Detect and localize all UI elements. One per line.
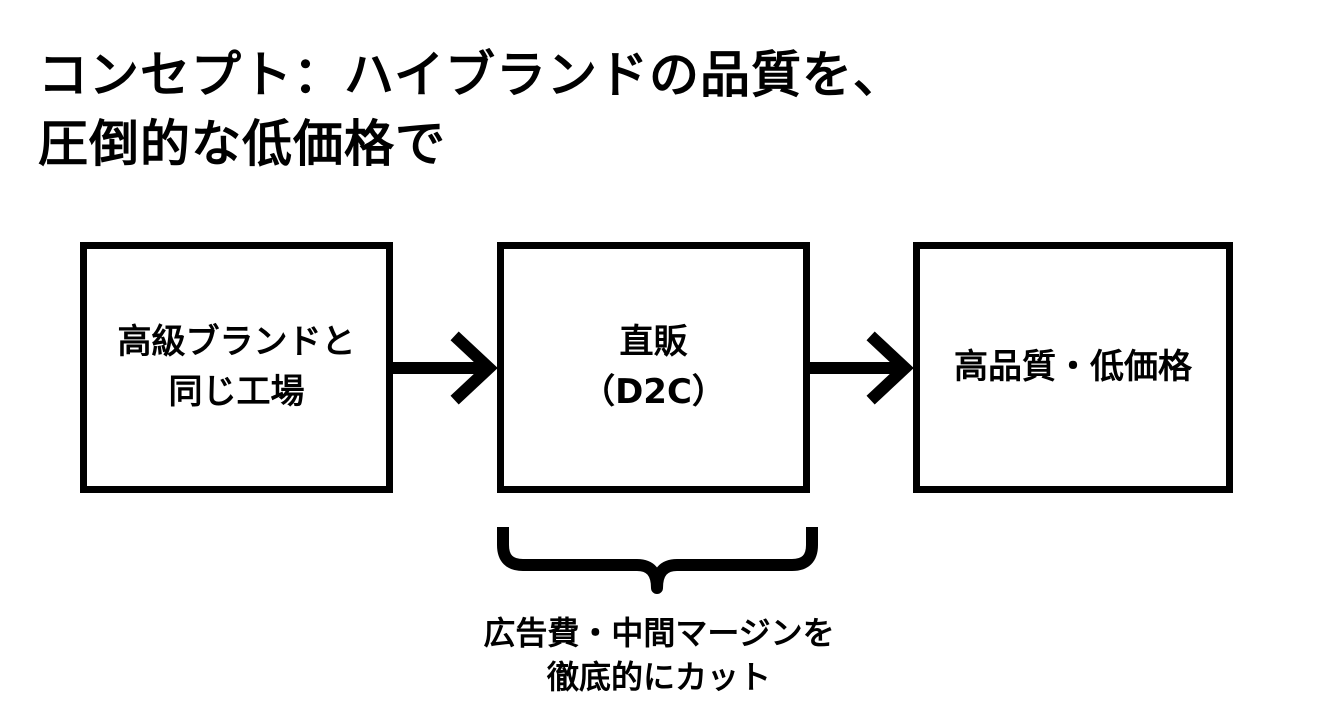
arrow-head-right-icon [450, 331, 498, 405]
box-high-quality-low-price: 高品質・低価格 [913, 242, 1233, 493]
arrow-head-right-icon [866, 331, 914, 405]
box-same-factory-label-line-2: 同じ工場 [168, 371, 305, 412]
box-same-factory: 高級ブランドと 同じ工場 [80, 242, 393, 493]
cost-cut-note-line-2: 徹底的にカット [546, 658, 771, 696]
arrow-direct-to-result [810, 331, 914, 405]
box-direct-sales: 直販 （D2C） [497, 242, 810, 493]
box-high-quality-low-price-label: 高品質・低価格 [954, 343, 1192, 392]
slide-title-line-1: コンセプト：ハイブランドの品質を、 [38, 46, 904, 104]
box-direct-sales-label: 直販 （D2C） [581, 318, 726, 417]
box-same-factory-label-line-1: 高級ブランドと [117, 322, 356, 363]
cost-cut-note-line-1: 広告費・中間マージンを [483, 614, 835, 652]
box-high-quality-low-price-label-line-1: 高品質・低価格 [954, 346, 1192, 387]
box-direct-sales-label-line-1: 直販 [619, 322, 688, 363]
box-direct-sales-label-line-2: （D2C） [581, 371, 726, 412]
arrow-factory-to-direct [393, 331, 498, 405]
box-same-factory-label: 高級ブランドと 同じ工場 [118, 318, 356, 417]
curly-brace-icon [497, 527, 818, 594]
slide-title-line-2: 圧倒的な低価格で [38, 115, 446, 173]
